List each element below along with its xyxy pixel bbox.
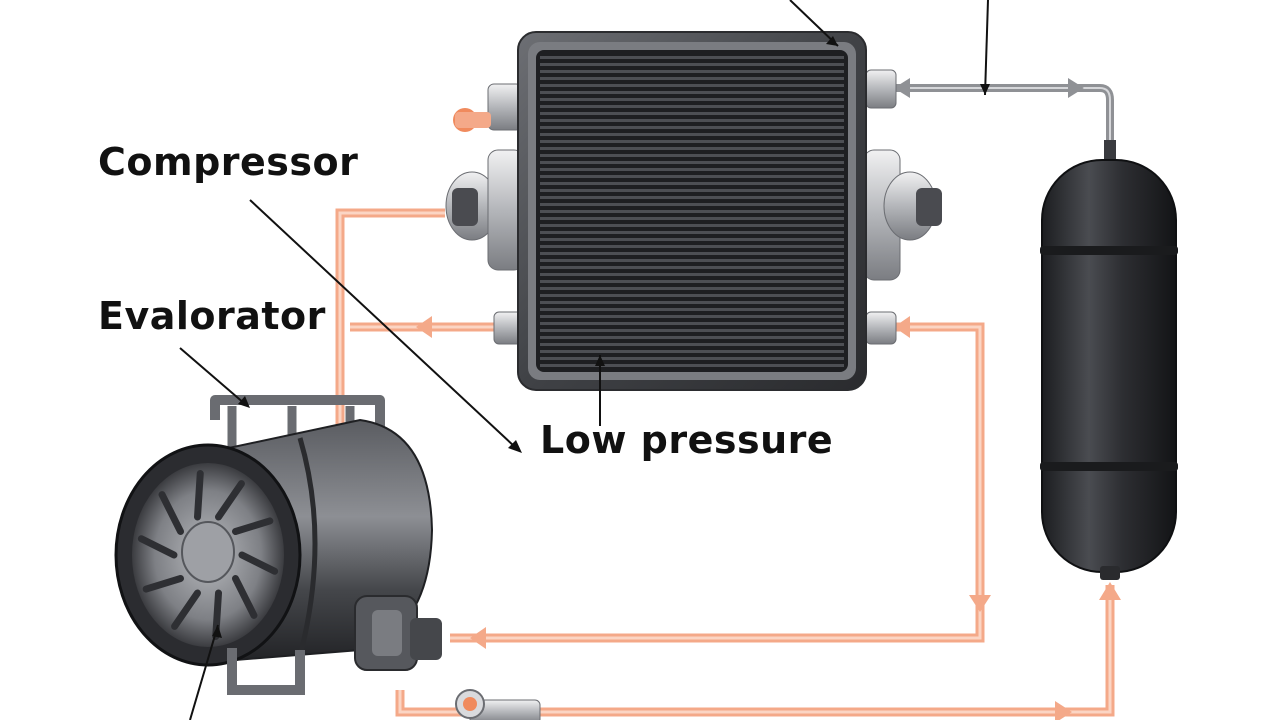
condenser-fin xyxy=(540,98,844,101)
condenser-fin xyxy=(540,70,844,73)
leader-bottom xyxy=(189,624,219,720)
condenser-fin xyxy=(540,350,844,353)
condenser-fin xyxy=(540,182,844,185)
condenser-fin xyxy=(540,119,844,122)
pipe-bottom-to-receiver xyxy=(395,585,1115,717)
arrow-up-receiver xyxy=(1099,582,1121,600)
leader-lines xyxy=(179,0,989,720)
condenser-fin xyxy=(540,196,844,199)
condenser-fin xyxy=(540,133,844,136)
fan-blade xyxy=(137,535,178,559)
label-evaporator: Evalorator xyxy=(98,294,326,338)
fan-blade xyxy=(158,491,184,535)
receiver-tank xyxy=(1040,140,1178,580)
arrow-left-bottom xyxy=(470,627,486,649)
label-compressor: Compressor xyxy=(98,140,359,184)
condenser-fin xyxy=(540,84,844,87)
condenser-fin xyxy=(540,112,844,115)
arrow-left-upper xyxy=(416,316,432,338)
condenser-fin xyxy=(540,301,844,304)
condenser-fin xyxy=(540,322,844,325)
fan-blade xyxy=(232,575,258,619)
label-low-pressure: Low pressure xyxy=(540,418,834,462)
leader-compressor xyxy=(249,199,516,448)
condenser-fin xyxy=(540,245,844,248)
condenser-fin xyxy=(540,329,844,332)
condenser-fin xyxy=(540,147,844,150)
condenser-fin xyxy=(540,126,844,129)
condenser-fin xyxy=(540,161,844,164)
fan-blade xyxy=(193,470,204,521)
condenser-fin xyxy=(540,231,844,234)
leader-top-left xyxy=(789,0,839,47)
condenser-fin xyxy=(540,259,844,262)
condenser-fin xyxy=(540,154,844,157)
condenser-fin xyxy=(540,189,844,192)
arrow-down-right xyxy=(969,595,991,612)
arrow-grey-left xyxy=(894,78,910,98)
condenser-fin xyxy=(540,105,844,108)
condenser-unit xyxy=(445,31,942,391)
fan-blade xyxy=(238,551,279,575)
fan-blade xyxy=(232,517,274,535)
condenser-fin xyxy=(540,252,844,255)
condenser-fin xyxy=(540,287,844,290)
condenser-fin xyxy=(540,91,844,94)
flow-arrows xyxy=(416,78,1121,720)
condenser-fin xyxy=(540,238,844,241)
fan-blade xyxy=(171,589,201,630)
condenser-fin xyxy=(540,203,844,206)
condenser-fin xyxy=(540,210,844,213)
condenser-fin xyxy=(540,336,844,339)
condenser-fin xyxy=(540,175,844,178)
fan-blades xyxy=(137,470,279,640)
arrow-left-right-fitting xyxy=(894,316,910,338)
arrow-grey-right xyxy=(1068,78,1084,98)
condenser-fin xyxy=(540,266,844,269)
leader-top-right xyxy=(984,0,989,96)
condenser-fin xyxy=(540,217,844,220)
condenser-fin xyxy=(540,364,844,367)
condenser-fins xyxy=(540,56,844,367)
condenser-fin xyxy=(540,77,844,80)
condenser-fin xyxy=(540,280,844,283)
arrow-right-bottom xyxy=(1055,701,1072,720)
condenser-fin xyxy=(540,357,844,360)
condenser-fin xyxy=(540,224,844,227)
condenser-fin xyxy=(540,63,844,66)
condenser-fin xyxy=(540,308,844,311)
pipe-condenser-to-receiver xyxy=(895,84,1114,150)
evaporator-fan-unit xyxy=(114,395,442,695)
fan-blade xyxy=(215,480,245,521)
condenser-fin xyxy=(540,56,844,59)
fan-blade xyxy=(142,575,184,593)
refrigerant-pipes xyxy=(335,84,1115,717)
expansion-valve xyxy=(455,689,541,720)
condenser-fin xyxy=(540,343,844,346)
condenser-fin xyxy=(540,273,844,276)
condenser-fin xyxy=(540,294,844,297)
condenser-fin xyxy=(540,315,844,318)
leader-arrowheads xyxy=(212,36,990,638)
condenser-fin xyxy=(540,168,844,171)
condenser-fin xyxy=(540,140,844,143)
leader-evaporator xyxy=(179,347,246,405)
